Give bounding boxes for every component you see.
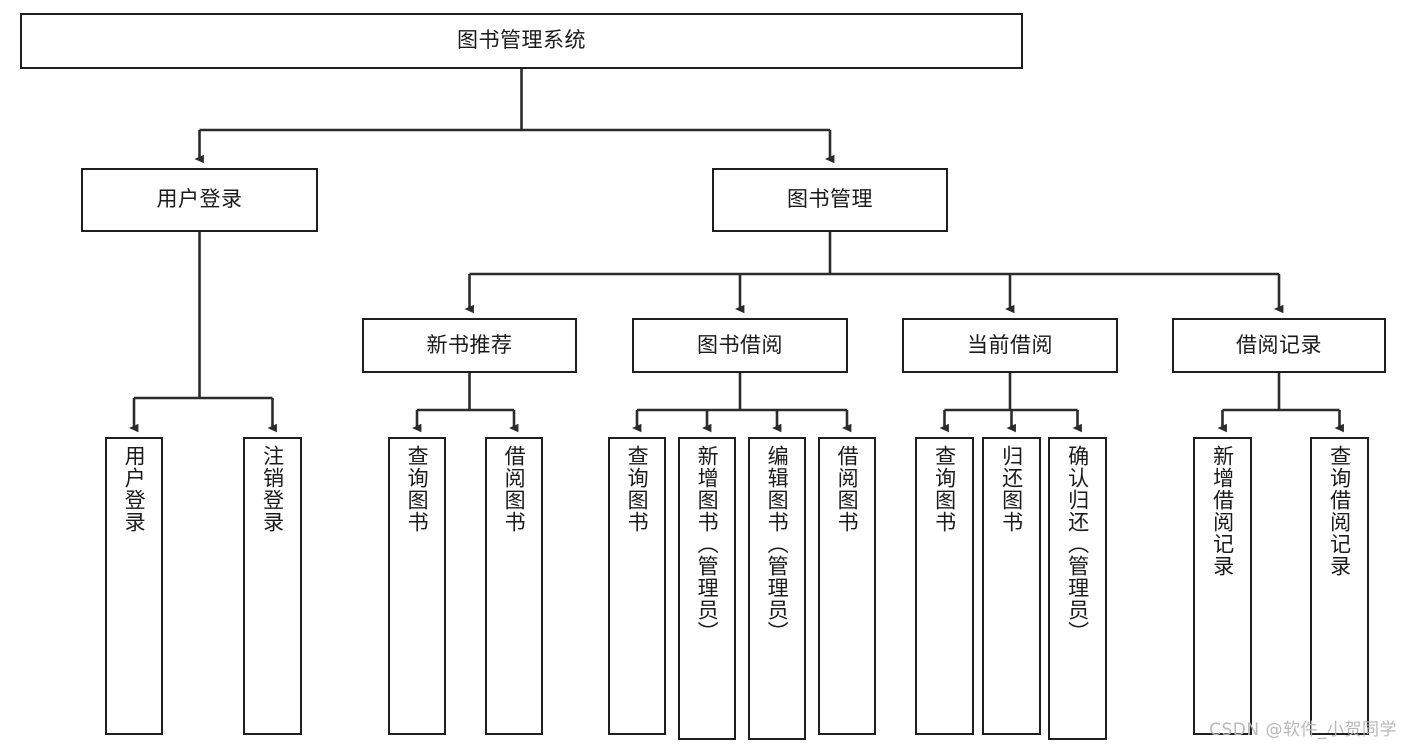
node-leaf-user-login[interactable]: 用户登录 (105, 437, 163, 735)
node-leaf-add-record[interactable]: 新增借阅记录 (1193, 437, 1252, 735)
node-leaf-query-book-rec[interactable]: 查询图书 (388, 437, 446, 735)
node-label-leaf-query-record: 查询借阅记录 (1327, 445, 1352, 577)
node-label-book-manage: 图书管理 (787, 187, 873, 212)
node-label-current-borrow: 当前借阅 (967, 332, 1053, 357)
node-leaf-add-book[interactable]: 新增图书（管理员） (678, 437, 736, 740)
node-label-borrow-record: 借阅记录 (1236, 332, 1322, 357)
node-label-leaf-query-book-rec: 查询图书 (405, 445, 430, 533)
node-leaf-borrow-book-rec[interactable]: 借阅图书 (485, 437, 543, 735)
node-leaf-return-book[interactable]: 归还图书 (982, 437, 1041, 735)
node-leaf-logout[interactable]: 注销登录 (243, 437, 302, 735)
node-current-borrow[interactable]: 当前借阅 (902, 318, 1118, 373)
node-leaf-query-record[interactable]: 查询借阅记录 (1310, 437, 1369, 735)
node-leaf-confirm-return[interactable]: 确认归还（管理员） (1048, 437, 1107, 740)
node-leaf-borrow-book[interactable]: 借阅图书 (818, 437, 876, 735)
node-label-leaf-add-book: 新增图书（管理员） (695, 445, 720, 643)
node-leaf-edit-book[interactable]: 编辑图书（管理员） (748, 437, 806, 740)
node-label-leaf-borrow-book: 借阅图书 (835, 445, 860, 533)
node-book-manage[interactable]: 图书管理 (712, 168, 948, 232)
node-leaf-query-book-borrow[interactable]: 查询图书 (608, 437, 666, 735)
node-leaf-query-book-current[interactable]: 查询图书 (915, 437, 974, 735)
node-label-leaf-query-book-borrow: 查询图书 (625, 445, 650, 533)
node-label-leaf-edit-book: 编辑图书（管理员） (765, 445, 790, 643)
node-borrow-record[interactable]: 借阅记录 (1172, 318, 1386, 373)
node-label-leaf-borrow-book-rec: 借阅图书 (502, 445, 527, 533)
node-label-user-login: 用户登录 (156, 187, 243, 212)
node-label-book-borrow: 图书借阅 (697, 332, 783, 357)
node-user-login[interactable]: 用户登录 (81, 168, 318, 232)
node-label-leaf-query-book-current: 查询图书 (932, 445, 957, 533)
node-label-new-book-rec: 新书推荐 (426, 332, 513, 357)
node-book-borrow[interactable]: 图书借阅 (632, 318, 848, 373)
node-label-leaf-return-book: 归还图书 (999, 445, 1024, 533)
node-label-leaf-confirm-return: 确认归还（管理员） (1065, 445, 1090, 643)
node-label-leaf-add-record: 新增借阅记录 (1210, 445, 1235, 577)
node-new-book-rec[interactable]: 新书推荐 (362, 318, 577, 373)
node-label-root: 图书管理系统 (457, 28, 586, 53)
node-root[interactable]: 图书管理系统 (20, 13, 1023, 69)
node-label-leaf-user-login: 用户登录 (122, 445, 147, 533)
node-label-leaf-logout: 注销登录 (260, 445, 285, 533)
